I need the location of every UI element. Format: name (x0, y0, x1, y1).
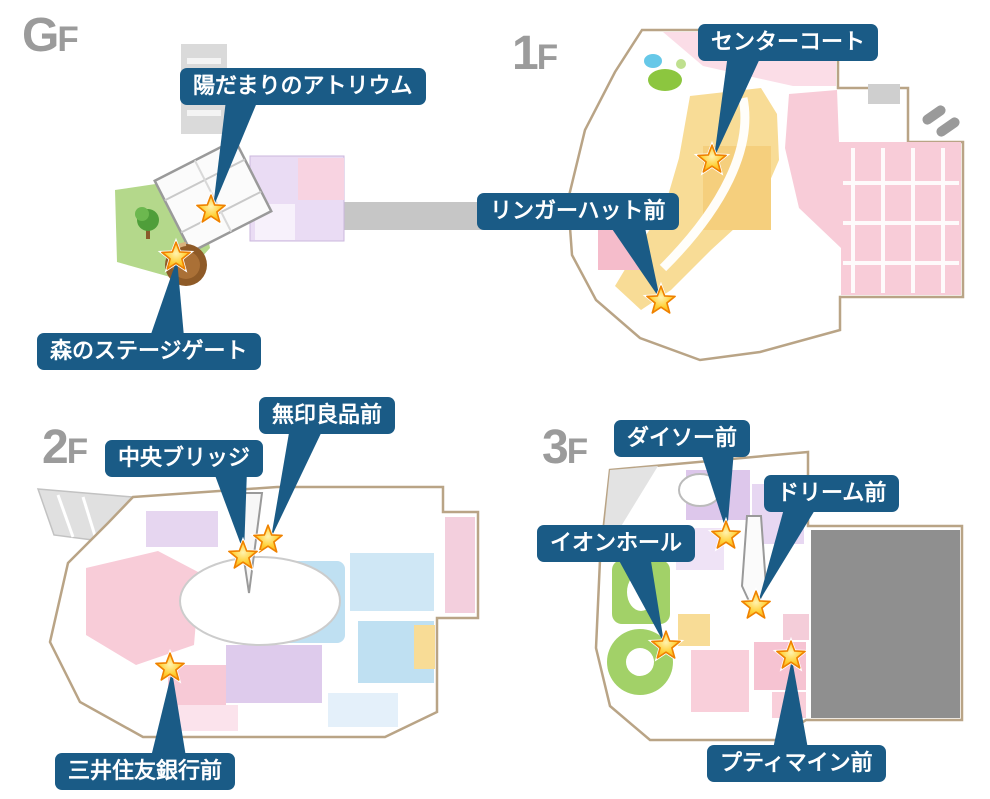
star-marker-dream-mae (736, 585, 776, 626)
floor-label-gf-sub: F (57, 20, 78, 59)
star-marker-ringer-hut-mae (641, 280, 681, 321)
label-aeon-hall: イオンホール (537, 525, 696, 562)
floor-label-2f-main: 2 (42, 421, 69, 474)
label-dream-mae: ドリーム前 (764, 475, 900, 512)
label-hidamari-atrium: 陽だまりのアトリウム (180, 68, 426, 105)
label-smbc-mae: 三井住友銀行前 (55, 753, 236, 790)
anchor-store-block (811, 530, 960, 718)
star-marker-center-court (692, 139, 732, 180)
star-marker-petit-main-mae (771, 635, 811, 676)
label-daiso-mae: ダイソー前 (614, 420, 751, 457)
label-ringer-hut-mae: リンガーハット前 (477, 193, 679, 230)
star-marker-smbc-mae (150, 647, 190, 688)
star-marker-hidamari-atrium (191, 189, 231, 230)
floor-label-2f: 2F (42, 421, 88, 474)
floor-label-3f-sub: F (566, 432, 588, 471)
floor-label-3f-main: 3 (542, 421, 569, 474)
tree-icon (135, 207, 159, 239)
floor-label-gf: GF (22, 9, 79, 62)
floor-plan-2f (36, 485, 480, 739)
star-marker-chuo-bridge (223, 535, 263, 576)
label-chuo-bridge: 中央ブリッジ (105, 440, 264, 477)
floor-label-gf-main: G (22, 9, 59, 62)
label-center-court: センターコート (698, 24, 879, 61)
floor-label-1f: 1F (512, 27, 558, 80)
floor-label-1f-main: 1 (512, 27, 539, 80)
floor-label-2f-sub: F (66, 432, 88, 471)
label-mori-stage-gate: 森のステージゲート (37, 333, 261, 370)
star-marker-aeon-hall (646, 625, 686, 666)
floor-label-3f: 3F (542, 421, 588, 474)
star-marker-mori-stage-gate (156, 236, 196, 277)
label-petit-main-mae: プティマイン前 (707, 745, 886, 782)
star-marker-daiso-mae (706, 515, 746, 556)
floor-label-1f-sub: F (536, 38, 558, 77)
label-muji-mae: 無印良品前 (259, 397, 396, 434)
